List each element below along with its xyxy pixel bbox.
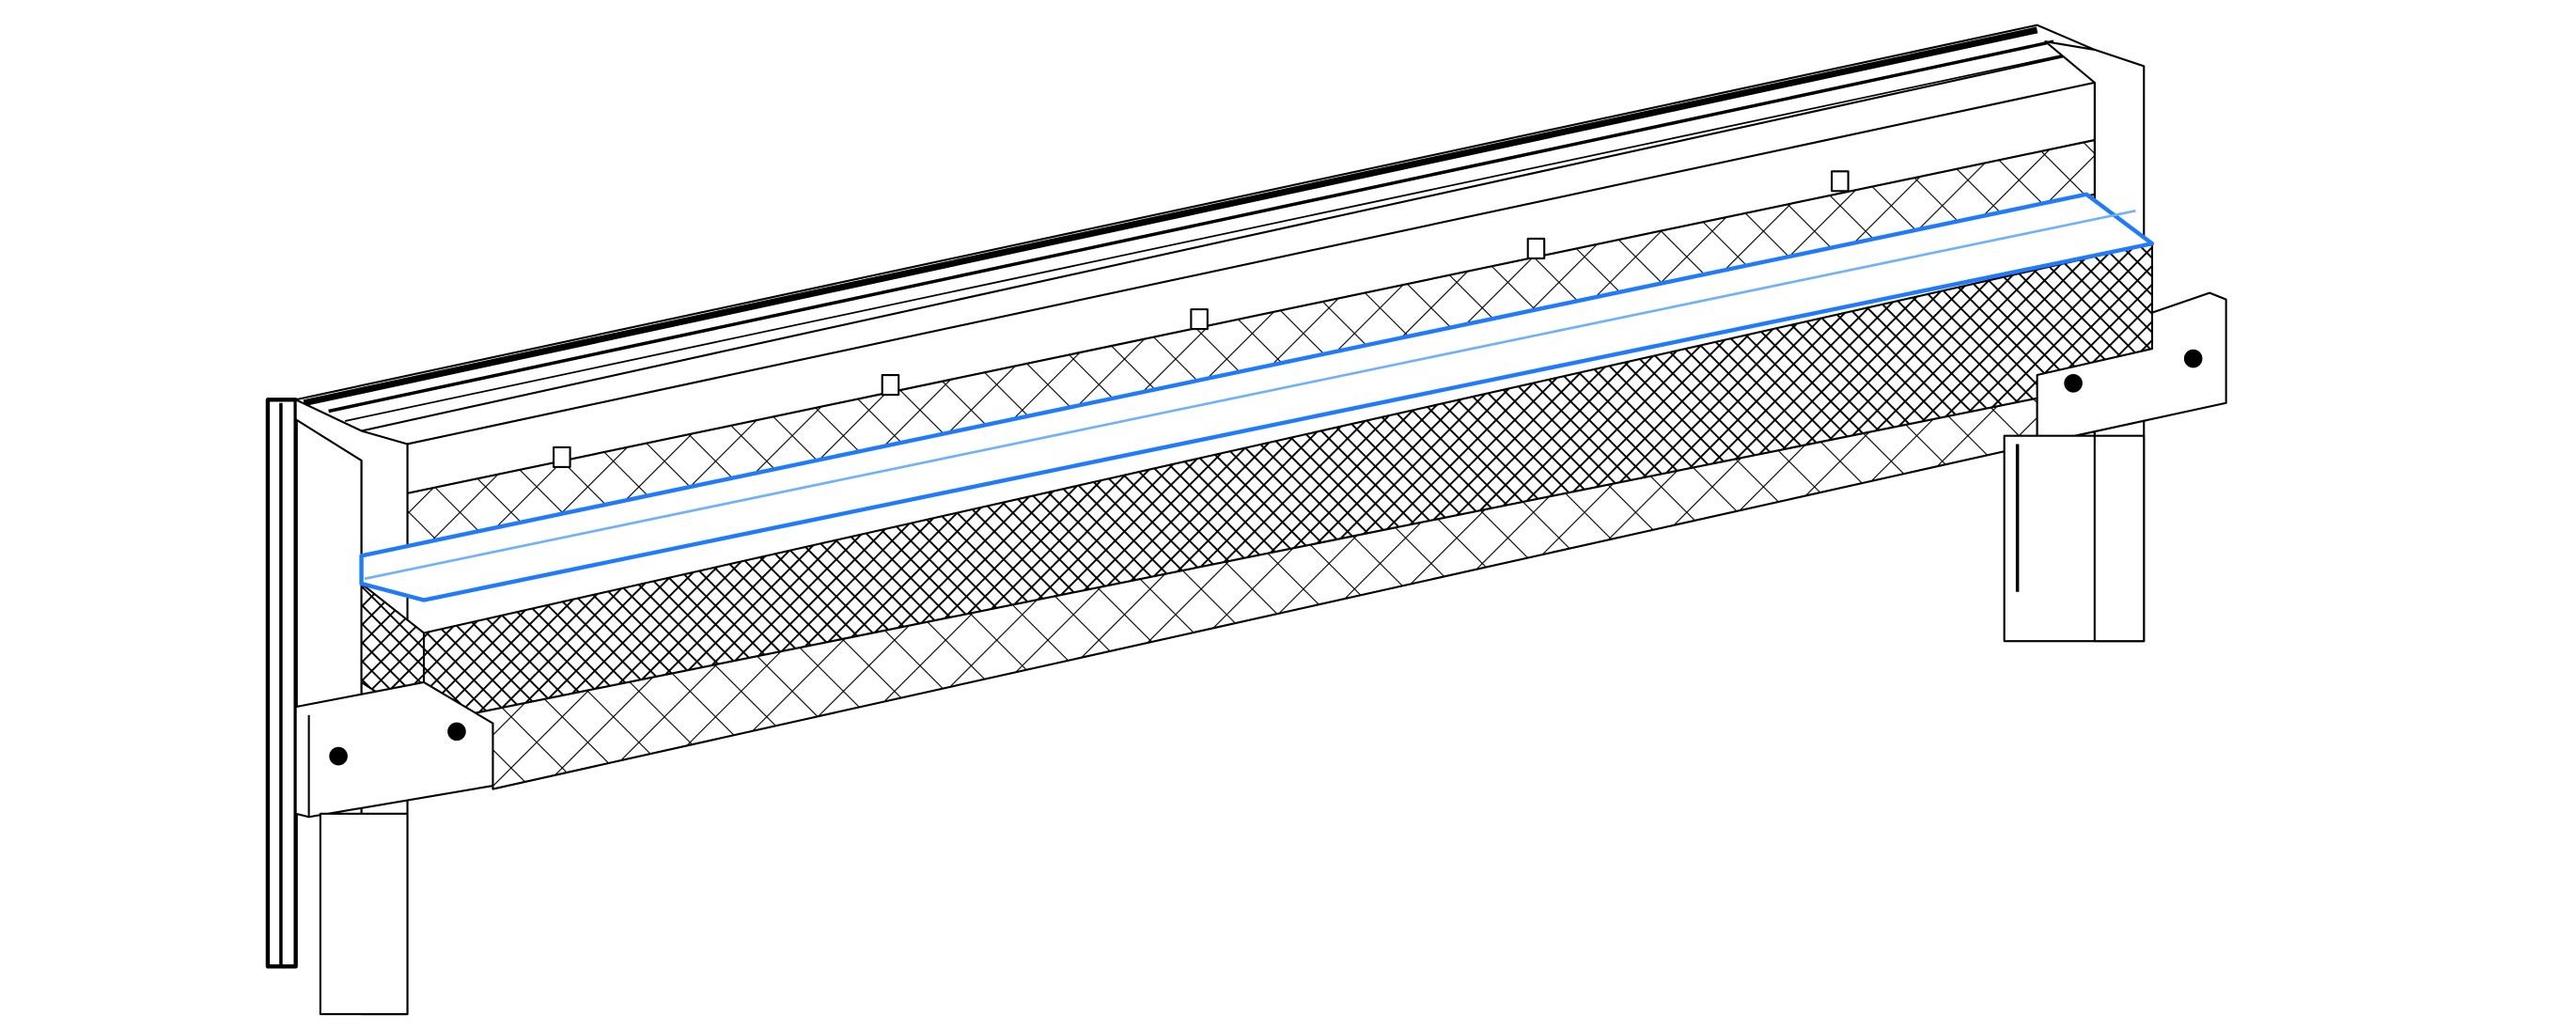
clip bbox=[1526, 237, 1546, 259]
clip bbox=[881, 373, 900, 397]
clip bbox=[1831, 170, 1850, 193]
highlighted-board bbox=[359, 192, 2155, 602]
left-bracket bbox=[294, 680, 494, 819]
clip bbox=[1190, 308, 1209, 331]
bolt-icon bbox=[2064, 373, 2083, 393]
bolt-icon bbox=[2183, 349, 2203, 368]
clip bbox=[553, 445, 571, 468]
bolt-icon bbox=[447, 722, 466, 742]
right-lower-post bbox=[2003, 434, 2146, 643]
fixing-clips bbox=[553, 170, 1850, 468]
top-rail-dark-edge bbox=[303, 26, 2038, 407]
left-lower-post bbox=[319, 812, 409, 1016]
board-edge-line bbox=[364, 209, 2136, 581]
bolt-icon bbox=[329, 746, 348, 766]
